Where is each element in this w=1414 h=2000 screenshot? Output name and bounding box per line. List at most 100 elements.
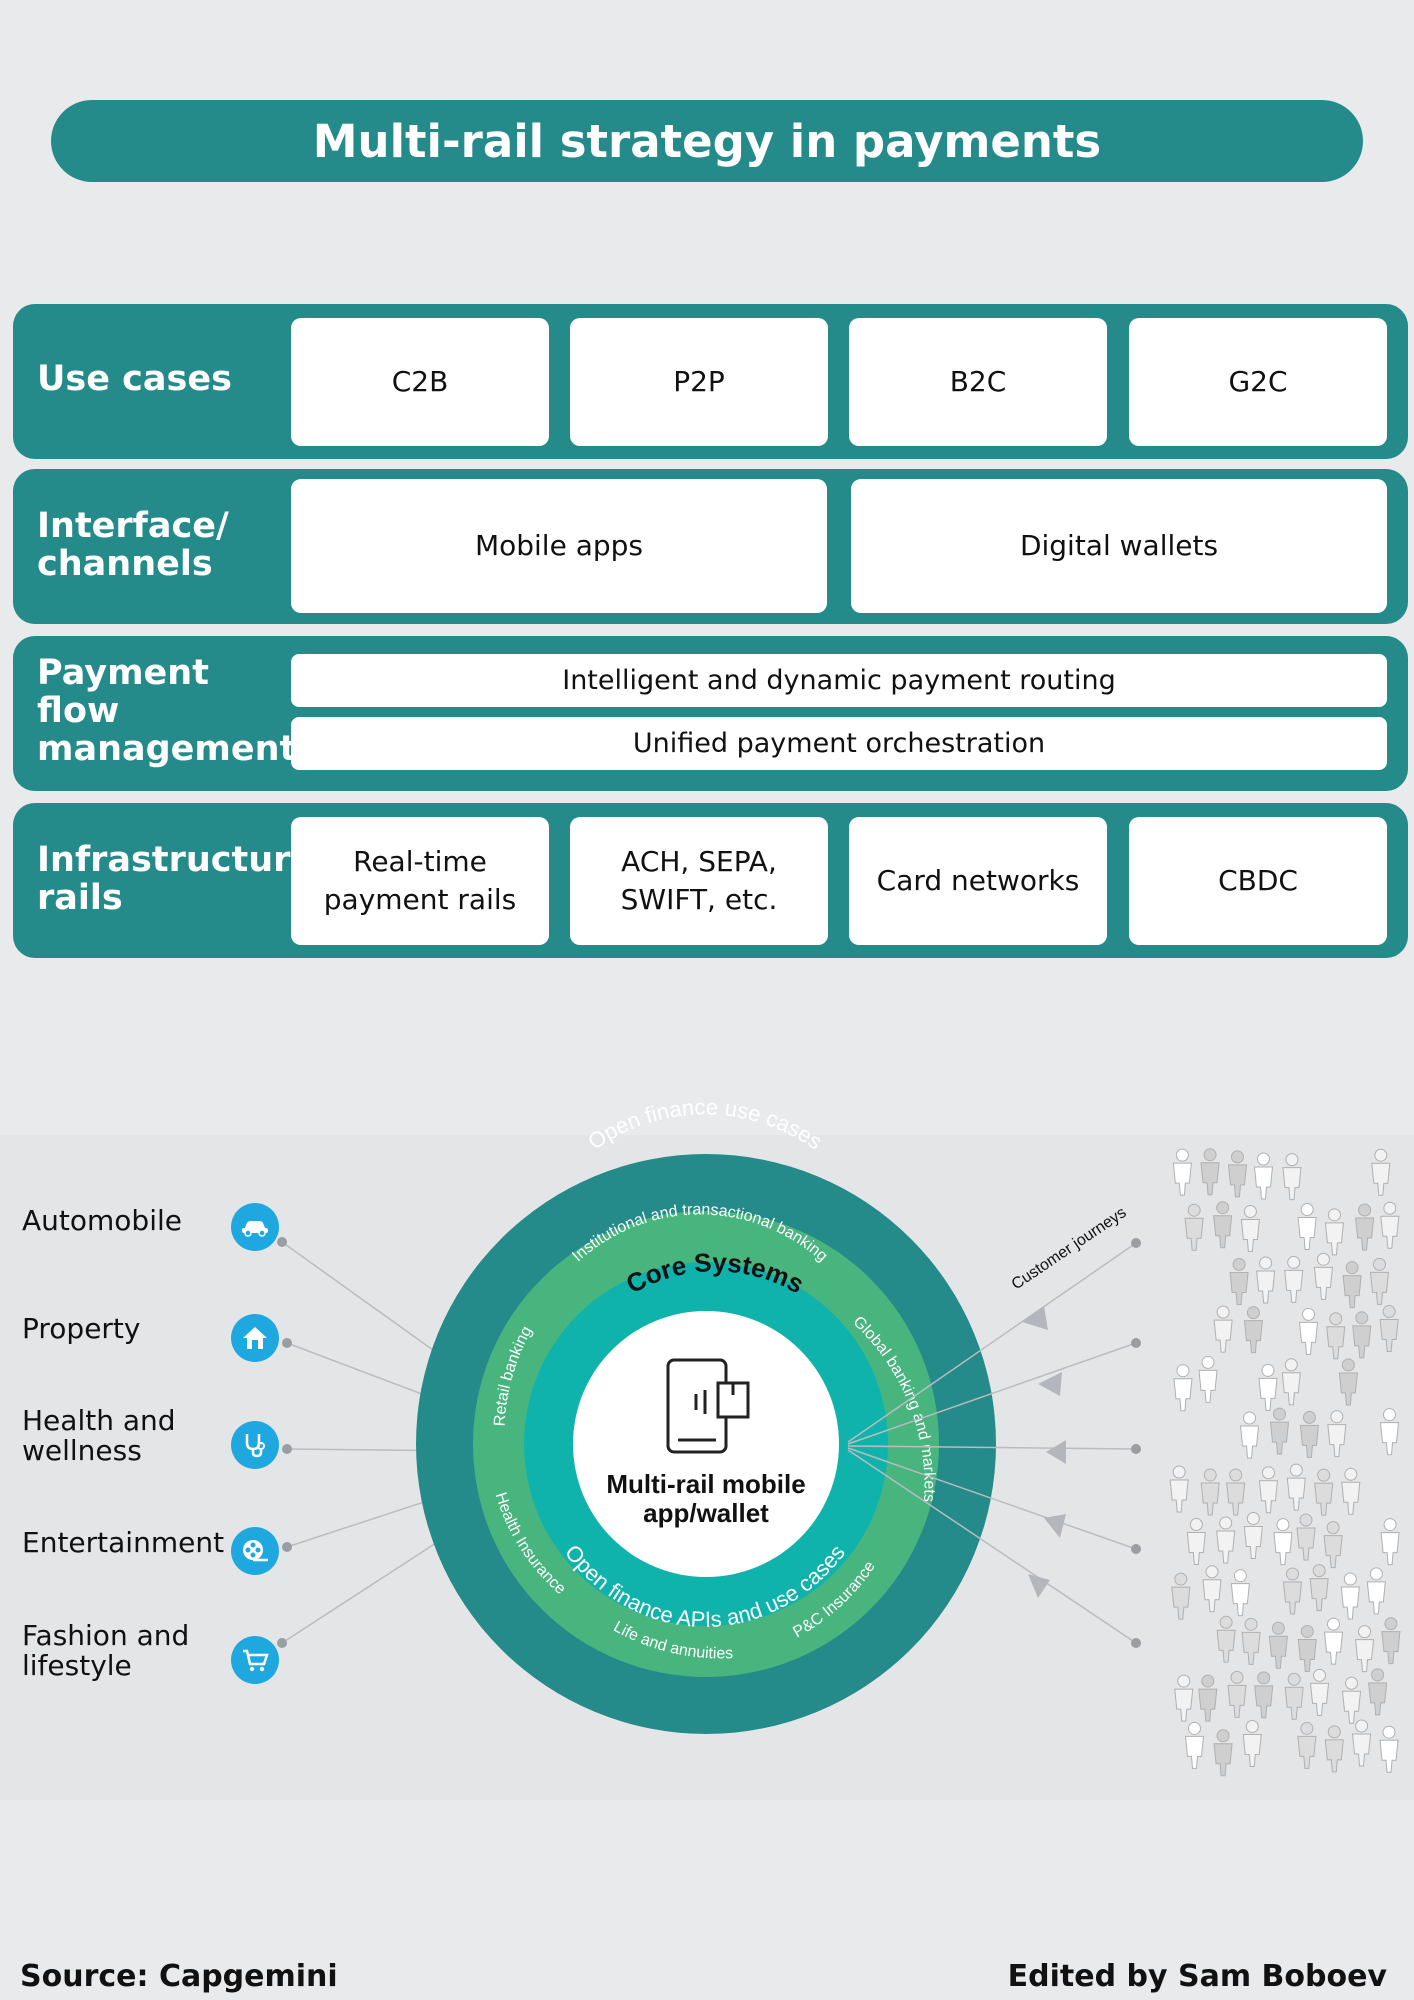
channel-digital-wallets: Digital wallets xyxy=(851,479,1387,613)
person-figure xyxy=(1169,1465,1189,1513)
use-cases-band: Use cases C2B P2P B2C G2C xyxy=(13,304,1408,459)
person-figure xyxy=(1253,1152,1274,1200)
person-figure xyxy=(1342,1261,1362,1309)
person-figure xyxy=(1340,1572,1360,1620)
person-figure xyxy=(1380,1518,1400,1566)
person-figure xyxy=(1229,1257,1249,1305)
title-text: Multi-rail strategy in payments xyxy=(312,114,1102,168)
rail-card-networks: Card networks xyxy=(849,817,1107,945)
use-case-c2b: C2B xyxy=(291,318,549,446)
person-figure xyxy=(1282,1153,1302,1201)
channel-mobile-apps: Mobile apps xyxy=(291,479,827,613)
person-figure xyxy=(1227,1150,1248,1198)
sector-property: Property xyxy=(22,1312,141,1345)
person-figure xyxy=(1309,1564,1329,1612)
person-figure xyxy=(1172,1148,1192,1196)
person-figure xyxy=(1341,1676,1362,1724)
person-figure xyxy=(1258,1363,1278,1411)
source-credit: Source: Capgemini xyxy=(20,1959,338,1994)
infrastructure-band: Infrastructure rails Real-time payment r… xyxy=(13,803,1408,958)
person-figure xyxy=(1324,1208,1344,1256)
person-figure xyxy=(1284,1672,1304,1720)
person-figure xyxy=(1281,1358,1301,1406)
person-figure xyxy=(1174,1674,1194,1722)
center-disc xyxy=(573,1311,839,1577)
person-figure xyxy=(1379,1408,1400,1456)
person-figure xyxy=(1256,1256,1276,1304)
person-figure xyxy=(1338,1358,1358,1406)
payment-orchestration: Unified payment orchestration xyxy=(291,717,1387,770)
person-figure xyxy=(1173,1364,1193,1412)
car-icon xyxy=(231,1203,279,1251)
center-label-line1: Multi-rail mobile xyxy=(606,1469,805,1499)
person-figure xyxy=(1243,1512,1263,1560)
person-figure xyxy=(1243,1306,1263,1354)
person-figure xyxy=(1198,1355,1218,1403)
person-figure xyxy=(1200,1468,1220,1516)
use-case-g2c: G2C xyxy=(1129,318,1387,446)
stethoscope-icon xyxy=(231,1421,279,1469)
interface-band: Interface/ channels Mobile apps Digital … xyxy=(13,469,1408,624)
person-figure xyxy=(1296,1513,1316,1561)
center-label-line2: app/wallet xyxy=(643,1498,769,1528)
payment-routing: Intelligent and dynamic payment routing xyxy=(291,654,1387,707)
person-figure xyxy=(1341,1467,1361,1515)
person-figure xyxy=(1324,1725,1344,1773)
person-figure xyxy=(1326,1312,1346,1360)
people-crowd-icon xyxy=(1169,1148,1401,1777)
customer-journeys-label: Customer journeys xyxy=(1009,1204,1130,1293)
person-figure xyxy=(1309,1668,1330,1716)
shopping-cart-icon xyxy=(231,1636,279,1684)
person-figure xyxy=(1381,1617,1401,1665)
use-case-p2p: P2P xyxy=(570,318,828,446)
person-figure xyxy=(1323,1521,1343,1569)
person-figure xyxy=(1254,1671,1274,1719)
person-figure xyxy=(1368,1668,1388,1716)
page-title: Multi-rail strategy in payments xyxy=(51,100,1363,182)
person-figure xyxy=(1379,1305,1399,1353)
journey-dots xyxy=(1131,1238,1141,1648)
outer-top-text: Open finance use cases xyxy=(583,1094,827,1154)
phone-wallet-icon xyxy=(666,1358,750,1454)
person-figure xyxy=(1298,1307,1319,1355)
person-figure xyxy=(1284,1255,1304,1303)
person-figure xyxy=(1239,1411,1260,1459)
person-figure xyxy=(1352,1311,1372,1359)
person-figure xyxy=(1269,1407,1290,1455)
person-figure xyxy=(1230,1569,1250,1617)
person-figure xyxy=(1323,1617,1344,1665)
person-figure xyxy=(1355,1203,1375,1251)
person-figure xyxy=(1226,1468,1246,1516)
person-figure xyxy=(1282,1567,1303,1615)
person-figure xyxy=(1352,1719,1372,1767)
person-figure xyxy=(1258,1466,1278,1514)
person-figure xyxy=(1286,1463,1306,1511)
person-figure xyxy=(1200,1148,1220,1196)
editor-credit: Edited by Sam Boboev xyxy=(1007,1959,1387,1994)
person-figure xyxy=(1241,1617,1261,1665)
person-figure xyxy=(1186,1518,1206,1566)
rail-real-time: Real-time payment rails xyxy=(291,817,549,945)
person-figure xyxy=(1299,1410,1319,1458)
person-figure xyxy=(1327,1410,1347,1458)
payment-flow-label: Payment flow management xyxy=(37,653,297,769)
person-figure xyxy=(1202,1565,1222,1613)
person-figure xyxy=(1242,1720,1262,1768)
person-figure xyxy=(1171,1572,1191,1620)
sector-automobile: Automobile xyxy=(22,1204,182,1237)
payment-flow-band: Payment flow management Intelligent and … xyxy=(13,636,1408,791)
infrastructure-label: Infrastructure rails xyxy=(37,840,315,918)
person-figure xyxy=(1313,1252,1334,1300)
person-figure xyxy=(1371,1148,1391,1196)
sector-fashion: Fashion and lifestyle xyxy=(22,1619,190,1682)
journey-arrowheads xyxy=(1022,1306,1066,1598)
sector-entertainment: Entertainment xyxy=(22,1526,225,1559)
person-figure xyxy=(1216,1615,1236,1663)
interface-label: Interface/ channels xyxy=(37,506,229,584)
use-cases-label: Use cases xyxy=(37,359,232,399)
person-figure xyxy=(1184,1203,1204,1251)
person-figure xyxy=(1379,1725,1399,1773)
person-figure xyxy=(1297,1624,1317,1672)
film-reel-icon xyxy=(231,1527,279,1575)
